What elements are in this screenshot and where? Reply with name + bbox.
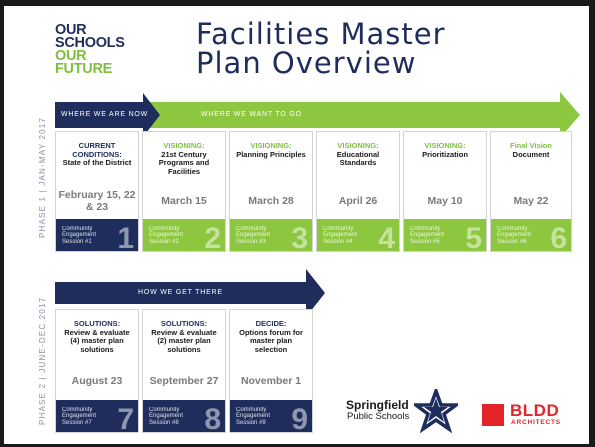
phase1-card-2: VISIONING: 21st Century Programs and Fac… xyxy=(142,131,226,255)
logo-line-3: OUR xyxy=(55,48,87,64)
where-we-want-arrow xyxy=(150,92,580,138)
card-subtitle: Review & evaluate (2) master plan soluti… xyxy=(151,327,217,354)
card-session-label: Community Engagement Session #8 xyxy=(149,407,184,426)
phase2-card-7: SOLUTIONS: Review & evaluate (4) master … xyxy=(55,309,139,436)
card-session-label: Community Engagement Session #5 xyxy=(410,226,445,245)
card-keyword: SOLUTIONS: xyxy=(73,319,121,328)
frame-border-top xyxy=(0,0,595,6)
card-session-number: 5 xyxy=(465,222,482,255)
title-line-1: Facilities Master xyxy=(196,17,446,51)
logo-line-4: FUTURE xyxy=(55,61,113,77)
page-title: Facilities Master Plan Overview xyxy=(196,20,446,78)
phase1-card-4: VISIONING: Educational Standards April 2… xyxy=(316,131,400,255)
card-date: March 15 xyxy=(161,195,207,207)
card-subtitle: Educational Standards xyxy=(336,149,380,168)
card-session-number: 6 xyxy=(550,222,567,255)
card-date: August 23 xyxy=(71,375,123,387)
card-footer: Community Engagement Session #8 8 xyxy=(143,400,225,436)
logo-line-2: SCHOOLS xyxy=(55,35,125,51)
card-heading: DECIDE: Options forum for master plan se… xyxy=(230,319,312,354)
frame-border-right xyxy=(589,0,595,447)
card-keyword: Final Vision xyxy=(510,141,552,150)
card-session-label: Community Engagement Session #4 xyxy=(323,226,358,245)
card-session-label: Community Engagement Session #7 xyxy=(62,407,97,426)
card-session-number: 8 xyxy=(204,403,221,436)
card-subtitle: Review & evaluate (4) master plan soluti… xyxy=(64,327,130,354)
bldd-logo-subtitle: ARCHITECTS xyxy=(511,419,561,426)
card-session-number: 7 xyxy=(117,403,134,436)
phase2-card-8: SOLUTIONS: Review & evaluate (2) master … xyxy=(142,309,226,436)
card-heading: VISIONING: 21st Century Programs and Fac… xyxy=(143,141,225,176)
card-footer: Community Engagement Session #7 7 xyxy=(56,400,138,436)
springfield-name: Springfield xyxy=(346,398,409,412)
card-heading: SOLUTIONS: Review & evaluate (2) master … xyxy=(143,319,225,354)
where-we-are-text: WHERE WE ARE NOW xyxy=(61,111,149,118)
card-date: November 1 xyxy=(240,375,302,387)
where-we-want-text: WHERE WE WANT TO GO xyxy=(201,111,302,118)
card-subtitle: State of the District xyxy=(62,158,132,168)
phase1-card-5: VISIONING: Prioritization May 10 Communi… xyxy=(403,131,487,255)
card-footer: Community Engagement Session #6 6 xyxy=(491,219,571,255)
frame-border-left xyxy=(0,0,4,447)
card-session-label: Community Engagement Session #1 xyxy=(62,226,97,245)
card-session-label: Community Engagement Session #3 xyxy=(236,226,271,245)
card-footer: Community Engagement Session #2 2 xyxy=(143,219,225,255)
card-subtitle: Document xyxy=(512,149,550,159)
card-heading: VISIONING: Prioritization xyxy=(404,141,486,159)
phase1-card-1: CURRENT CONDITIONS: State of the Distric… xyxy=(55,131,139,255)
card-subtitle: Planning Principles xyxy=(236,149,306,159)
bldd-logo-square xyxy=(482,404,504,426)
phase1-card-3: VISIONING: Planning Principles March 28 … xyxy=(229,131,313,255)
card-heading: VISIONING: Educational Standards xyxy=(317,141,399,168)
card-heading: VISIONING: Planning Principles xyxy=(230,141,312,159)
frame-border-bottom xyxy=(0,444,595,447)
logo-line-1: OUR xyxy=(55,22,87,38)
card-date: September 27 xyxy=(149,375,219,387)
card-session-label: Community Engagement Session #2 xyxy=(149,226,184,245)
card-footer: Community Engagement Session #4 4 xyxy=(317,219,399,255)
card-keyword: SOLUTIONS: xyxy=(160,319,208,328)
our-schools-our-future-logo: OUR SCHOOLS OUR FUTURE xyxy=(55,22,125,77)
card-heading: CURRENT CONDITIONS: State of the Distric… xyxy=(56,141,138,168)
bldd-logo-name: BLDD xyxy=(510,401,560,420)
card-date: February 15, 22 & 23 xyxy=(58,189,136,213)
how-we-get-arrow xyxy=(55,269,325,317)
springfield-subtitle: Public Schools xyxy=(347,411,410,422)
card-session-number: 2 xyxy=(204,222,221,255)
card-footer: Community Engagement Session #1 1 xyxy=(56,219,138,255)
card-subtitle: 21st Century Programs and Facilities xyxy=(158,149,210,176)
card-session-label: Community Engagement Session #9 xyxy=(236,407,271,426)
card-date: May 10 xyxy=(427,195,463,207)
card-date: April 26 xyxy=(338,195,378,207)
card-keyword: CURRENT CONDITIONS: xyxy=(72,141,122,159)
card-date: March 28 xyxy=(248,195,294,207)
card-heading: Final Vision Document xyxy=(491,141,571,159)
how-we-get-text: HOW WE GET THERE xyxy=(138,289,223,296)
star-icon xyxy=(414,389,458,433)
card-keyword: VISIONING: xyxy=(163,141,205,150)
card-footer: Community Engagement Session #5 5 xyxy=(404,219,486,255)
phase1-card-6: Final Vision Document May 22 Community E… xyxy=(490,131,572,255)
card-keyword: VISIONING: xyxy=(337,141,379,150)
where-we-are-arrow xyxy=(55,93,160,137)
card-session-number: 3 xyxy=(291,222,308,255)
card-keyword: VISIONING: xyxy=(424,141,466,150)
card-heading: SOLUTIONS: Review & evaluate (4) master … xyxy=(56,319,138,354)
card-keyword: DECIDE: xyxy=(255,319,287,328)
phase2-card-9: DECIDE: Options forum for master plan se… xyxy=(229,309,313,436)
card-subtitle: Prioritization xyxy=(422,149,468,159)
card-session-label: Community Engagement Session #6 xyxy=(497,226,532,245)
card-subtitle: Options forum for master plan selection xyxy=(239,327,303,354)
card-keyword: VISIONING: xyxy=(250,141,292,150)
card-session-number: 4 xyxy=(378,222,395,255)
card-date: May 22 xyxy=(513,195,549,207)
card-footer: Community Engagement Session #9 9 xyxy=(230,400,312,436)
title-line-2: Plan Overview xyxy=(196,46,417,80)
card-footer: Community Engagement Session #3 3 xyxy=(230,219,312,255)
card-session-number: 9 xyxy=(291,403,308,436)
card-session-number: 1 xyxy=(117,222,134,255)
